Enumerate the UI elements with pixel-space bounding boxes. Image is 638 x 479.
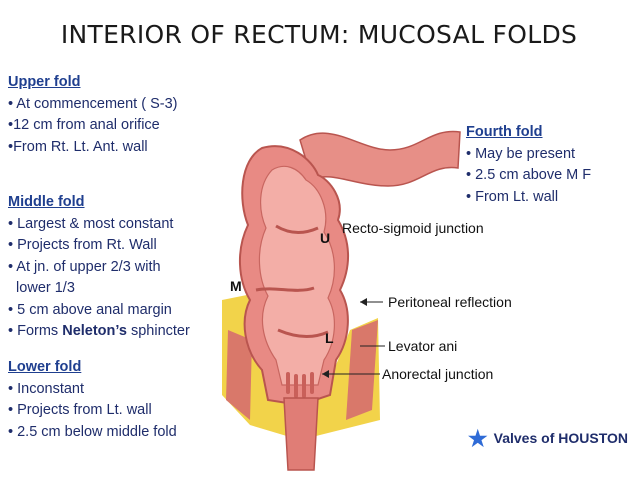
- fourth-fold-line: • May be present: [466, 145, 576, 162]
- neletons-term: Neleton’s: [62, 323, 127, 339]
- middle-fold: [255, 286, 315, 292]
- middle-fold-last-line: • Forms Neleton’s sphincter: [8, 321, 190, 343]
- upper-fold-line: • At commencement ( S-3): [8, 95, 178, 112]
- marker-l: L: [325, 330, 334, 346]
- fourth-fold-heading: Fourth fold: [466, 124, 543, 140]
- marker-u: U: [320, 230, 331, 246]
- lower-fold-block: Lower fold • Inconstant • Projects from …: [8, 357, 177, 443]
- levator-ani-label: Levator ani: [388, 338, 458, 354]
- anal-columns: [286, 372, 314, 398]
- star-icon: ★: [467, 426, 488, 451]
- lower-fold-heading: Lower fold: [8, 359, 82, 375]
- upper-fold-line: •12 cm from anal orifice: [8, 117, 160, 133]
- slide-title: INTERIOR OF RECTUM: MUCOSAL FOLDS: [60, 20, 578, 49]
- middle-fold-line: • At jn. of upper 2/3 with: [8, 258, 161, 275]
- upper-fold-line: •From Rt. Lt. Ant. wall: [8, 138, 148, 155]
- lower-fold-line: • Projects from Lt. wall: [8, 402, 152, 418]
- middle-fold-line: lower 1/3: [8, 280, 75, 296]
- anal-canal: [283, 397, 319, 471]
- sigmoid-colon: [299, 130, 461, 187]
- upper-fold-block: Upper fold • At commencement ( S-3) •12 …: [8, 72, 177, 158]
- lower-fold-line: • 2.5 cm below middle fold: [8, 423, 177, 440]
- middle-fold-last-suffix: sphincter: [126, 323, 190, 339]
- middle-fold-line: • Largest & most constant: [8, 215, 174, 232]
- recto-sigmoid-label: Recto-sigmoid junction: [342, 220, 484, 236]
- upper-fold: [275, 224, 319, 234]
- fourth-fold-block: Fourth fold • May be present • 2.5 cm ab…: [466, 122, 591, 208]
- pointer-peritoneal-head: [360, 298, 367, 306]
- middle-fold-last-prefix: • Forms: [8, 323, 63, 339]
- levator-ani-left: [226, 330, 252, 420]
- middle-fold-line: • 5 cm above anal margin: [8, 301, 172, 318]
- lower-fold-line: • Inconstant: [8, 380, 85, 397]
- legend-text: Valves of HOUSTON: [493, 430, 628, 446]
- legend: ★ Valves of HOUSTON: [468, 426, 628, 452]
- pointer-anorectal-head: [322, 370, 329, 378]
- upper-fold-heading: Upper fold: [8, 74, 81, 90]
- marker-m: M: [230, 278, 242, 294]
- levator-ani-right: [346, 320, 378, 420]
- anorectal-junction-label: Anorectal junction: [382, 366, 494, 382]
- lower-fold: [277, 328, 329, 338]
- middle-fold-heading: Middle fold: [8, 194, 85, 210]
- peritoneal-reflection-label: Peritoneal reflection: [388, 294, 512, 310]
- fourth-fold-line: • 2.5 cm above M F: [466, 167, 592, 183]
- middle-fold-line: • Projects from Rt. Wall: [8, 237, 157, 253]
- middle-fold-block: Middle fold • Largest & most constant • …: [8, 192, 190, 343]
- fourth-fold-line: • From Lt. wall: [466, 188, 559, 205]
- pelvic-fat: [222, 292, 380, 440]
